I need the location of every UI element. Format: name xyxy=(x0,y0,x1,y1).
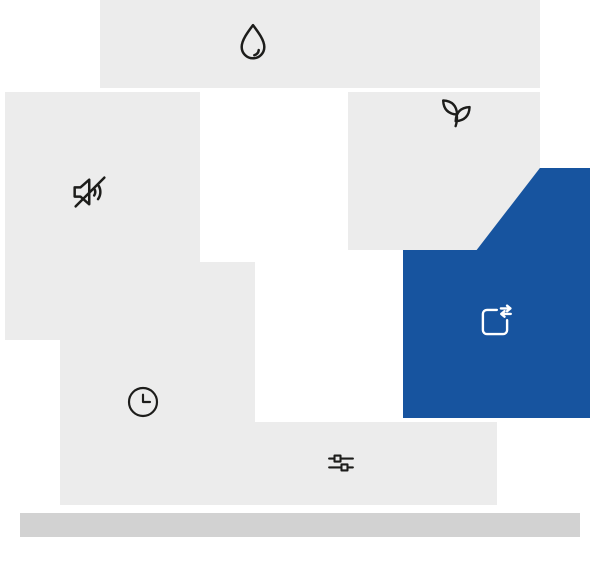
water-drop-icon xyxy=(230,19,276,65)
tile-water-drop[interactable] xyxy=(100,0,540,88)
speaker-mute-icon xyxy=(67,169,113,215)
clock-icon xyxy=(123,382,163,422)
leaf-icon xyxy=(434,92,478,136)
tile-time[interactable] xyxy=(60,262,255,422)
tile-settings[interactable] xyxy=(60,422,497,505)
sliders-icon xyxy=(322,444,360,482)
remote-connect-icon xyxy=(473,300,517,344)
bottom-bar xyxy=(20,513,580,537)
